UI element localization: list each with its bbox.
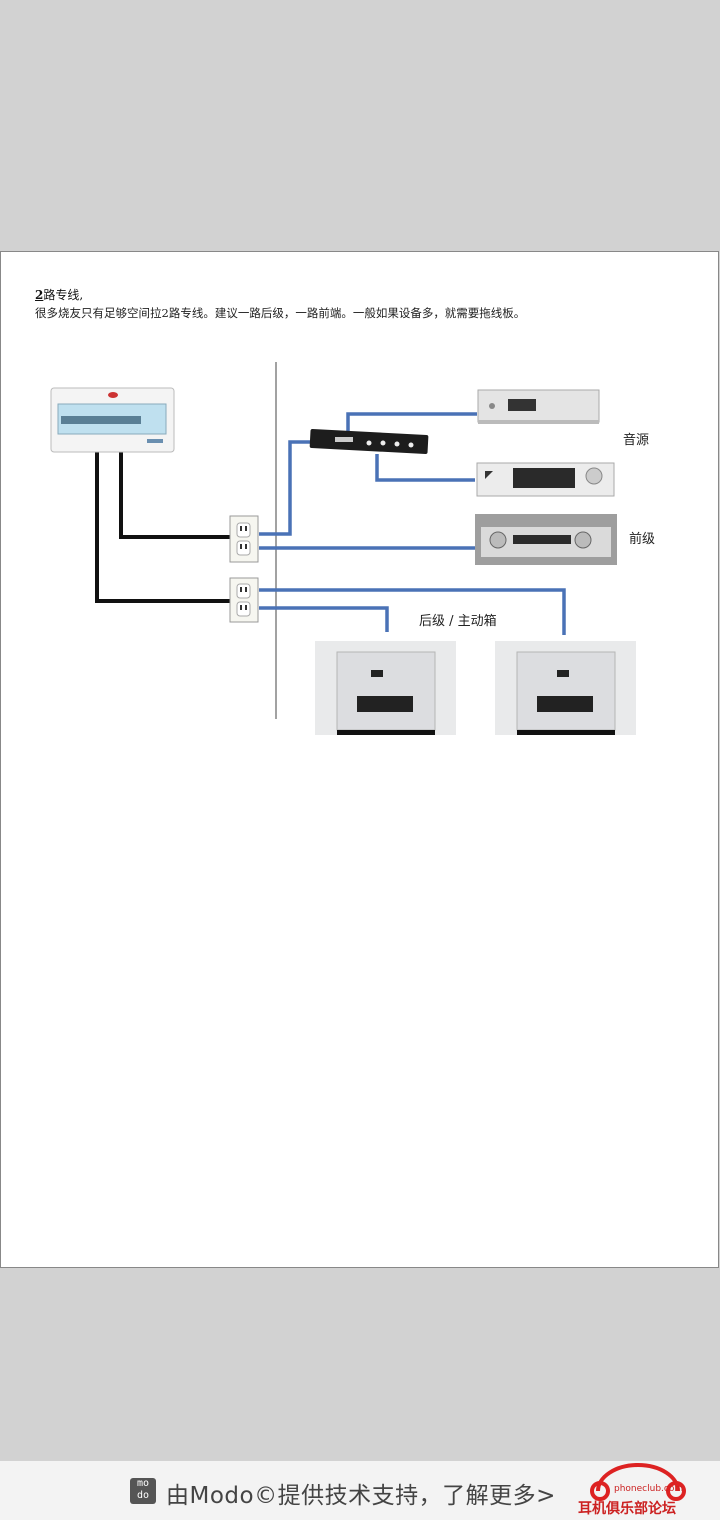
club-site: phoneclub.com bbox=[614, 1484, 684, 1494]
club-name: 耳机俱乐部论坛 bbox=[578, 1501, 676, 1517]
heading-number: 2 bbox=[35, 288, 44, 302]
body-paragraph: 很多烧友只有足够空间拉2路专线。建议一路后级，一路前端。一般如果设备多，就需要拖… bbox=[35, 306, 526, 320]
headphone-logo-icon bbox=[590, 1463, 686, 1501]
footer-link[interactable]: 由Modo©提供技术支持，了解更多> bbox=[166, 1483, 556, 1509]
preamp-device-icon bbox=[475, 514, 617, 565]
document-page: 2路专线, 很多烧友只有足够空间拉2路专线。建议一路后级，一路前端。一般如果设备… bbox=[0, 251, 719, 1268]
power-amp-2-icon bbox=[495, 641, 636, 735]
wiring-diagram: 音源 前级 后级 / 主动箱 bbox=[50, 362, 655, 735]
breaker-panel-icon bbox=[50, 387, 175, 453]
label-source: 音源 bbox=[623, 432, 649, 448]
label-power-amp: 后级 / 主动箱 bbox=[419, 613, 497, 629]
power-strip-icon bbox=[309, 429, 429, 454]
source-device-1-icon bbox=[477, 389, 600, 424]
wall-outlet-2-icon bbox=[229, 577, 259, 623]
label-preamp: 前级 bbox=[629, 531, 655, 547]
blue-cables bbox=[259, 412, 566, 635]
power-amp-1-icon bbox=[315, 641, 456, 735]
section-heading: 2路专线, bbox=[35, 286, 83, 303]
wall-outlet-1-icon bbox=[229, 515, 259, 563]
heading-text: 路专线, bbox=[43, 288, 84, 302]
source-device-2-icon bbox=[476, 462, 615, 497]
black-cables bbox=[95, 452, 230, 603]
